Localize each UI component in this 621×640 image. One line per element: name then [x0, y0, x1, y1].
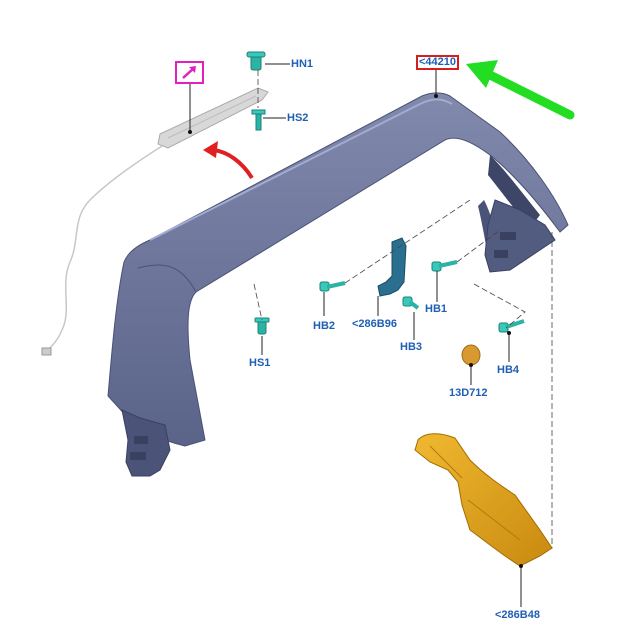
lamp-wire [45, 145, 163, 353]
cap-part [461, 344, 481, 366]
callout-13d712: 13D712 [449, 387, 488, 399]
duct-part [414, 433, 553, 567]
fastener-hb4 [498, 319, 525, 333]
fastener-hn1 [246, 51, 266, 71]
callout-hn1: HN1 [291, 58, 314, 70]
arrow-pointer-icon [466, 60, 575, 120]
fastener-hb2 [319, 281, 346, 292]
callout-hb4: HB4 [497, 364, 520, 376]
fastener-hb1 [431, 260, 458, 272]
callout-hb2: HB2 [313, 320, 336, 332]
spoiler-left-mount [121, 409, 171, 477]
fastener-hs1 [254, 317, 270, 335]
leader-dots [188, 94, 523, 568]
wire-connector [41, 347, 52, 356]
dashed-guide-lines [253, 70, 553, 548]
callout-286b48: <286B48 [495, 609, 540, 621]
callout-hs2: HS2 [287, 112, 309, 124]
leader-lines [189, 63, 522, 607]
callout-hb1: HB1 [425, 303, 448, 315]
fastener-hb3 [402, 296, 420, 310]
callout-hs1: HS1 [249, 357, 271, 369]
bracket-part [377, 237, 407, 297]
stop-lamp-strip [157, 87, 269, 149]
curved-arrow-icon [203, 141, 254, 180]
callout-hb3: HB3 [400, 341, 423, 353]
callout-44210: <44210 [416, 55, 460, 70]
callout-286b96: <286B96 [352, 318, 397, 330]
fastener-hs2 [251, 109, 266, 131]
brake-light-icon [175, 61, 204, 84]
